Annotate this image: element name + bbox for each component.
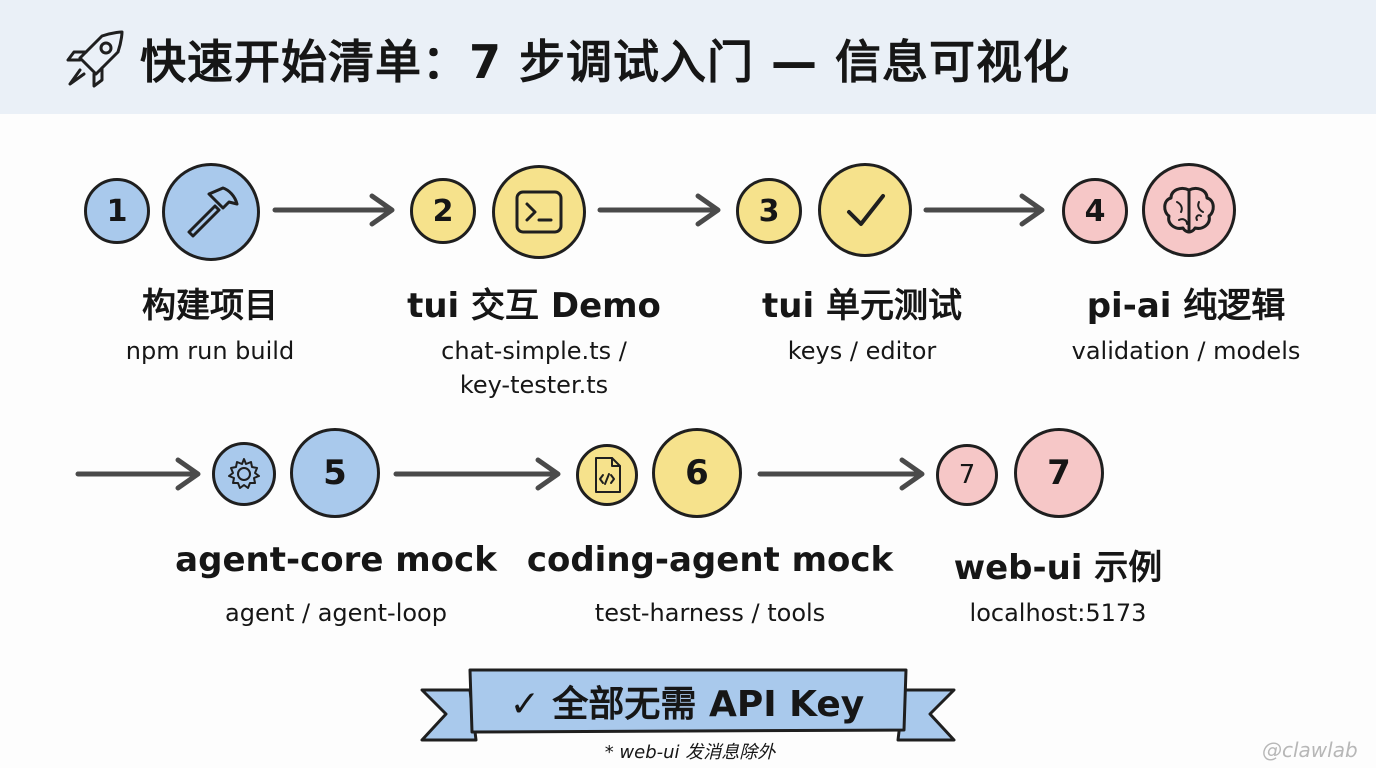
step-6-number-circle: 6 bbox=[652, 428, 742, 518]
step-2-subtitle-line-1: chat-simple.ts / bbox=[441, 337, 627, 365]
step-5-title: agent-core mock bbox=[175, 540, 497, 580]
step-3-icon-circle bbox=[818, 163, 912, 257]
banner-text: ✓ 全部无需 API Key bbox=[470, 675, 904, 727]
arrow-6-7 bbox=[757, 457, 925, 491]
arrow-2-3 bbox=[597, 193, 721, 227]
step-7-title: web-ui 示例 bbox=[953, 548, 1163, 588]
step-3-number-badge: 3 bbox=[736, 178, 802, 244]
arrow-4-5 bbox=[75, 457, 201, 491]
header-band bbox=[0, 0, 1376, 114]
step-4-icon-circle bbox=[1142, 163, 1236, 257]
number-seven-icon: 7 bbox=[958, 460, 976, 490]
step-7-icon-badge: 7 bbox=[936, 444, 998, 506]
step-1-title: 构建项目 bbox=[142, 286, 278, 326]
step-3-subtitle: keys / editor bbox=[787, 337, 937, 365]
step-1-icon-circle bbox=[162, 163, 260, 261]
step-4-title: pi-ai 纯逻辑 bbox=[1086, 286, 1286, 326]
rocket-icon bbox=[66, 30, 124, 88]
brain-icon bbox=[1163, 186, 1215, 234]
step-4-subtitle: validation / models bbox=[1071, 337, 1301, 365]
arrow-1-2 bbox=[272, 193, 395, 227]
step-1-subtitle: npm run build bbox=[125, 337, 295, 365]
step-2-subtitle-line-2: key-tester.ts bbox=[459, 371, 609, 399]
arrow-5-6 bbox=[393, 457, 561, 491]
step-1-number-badge: 1 bbox=[84, 178, 150, 244]
step-3-title: tui 单元测试 bbox=[762, 286, 962, 326]
step-6-title: coding-agent mock bbox=[526, 540, 894, 580]
checkmark-icon bbox=[847, 194, 885, 226]
step-7-number-circle: 7 bbox=[1014, 428, 1104, 518]
hammer-icon bbox=[187, 186, 239, 238]
banner-check-icon: ✓ bbox=[509, 684, 540, 725]
step-2-number-badge: 2 bbox=[410, 178, 476, 244]
step-2-title: tui 交互 Demo bbox=[407, 286, 661, 326]
step-2-icon-circle bbox=[492, 165, 586, 259]
code-file-icon bbox=[595, 457, 621, 493]
page-title: 快速开始清单：7 步调试入门 — 信息可视化 bbox=[140, 35, 1071, 89]
watermark: @clawlab bbox=[1262, 738, 1358, 762]
banner-label: 全部无需 API Key bbox=[552, 684, 865, 725]
gear-icon bbox=[228, 458, 260, 489]
step-4-number-badge: 4 bbox=[1062, 178, 1128, 244]
step-6-icon-badge bbox=[576, 444, 638, 506]
step-6-subtitle: test-harness / tools bbox=[594, 599, 826, 627]
step-5-subtitle: agent / agent-loop bbox=[225, 599, 447, 627]
step-5-number-circle: 5 bbox=[290, 428, 380, 518]
step-7-subtitle: localhost:5173 bbox=[969, 599, 1147, 627]
arrow-3-4 bbox=[923, 193, 1045, 227]
step-2-subtitle: chat-simple.ts / key-tester.ts bbox=[384, 334, 684, 402]
step-5-icon-badge bbox=[212, 442, 276, 506]
terminal-icon bbox=[515, 190, 563, 234]
footnote: * web-ui 发消息除外 bbox=[604, 742, 776, 763]
